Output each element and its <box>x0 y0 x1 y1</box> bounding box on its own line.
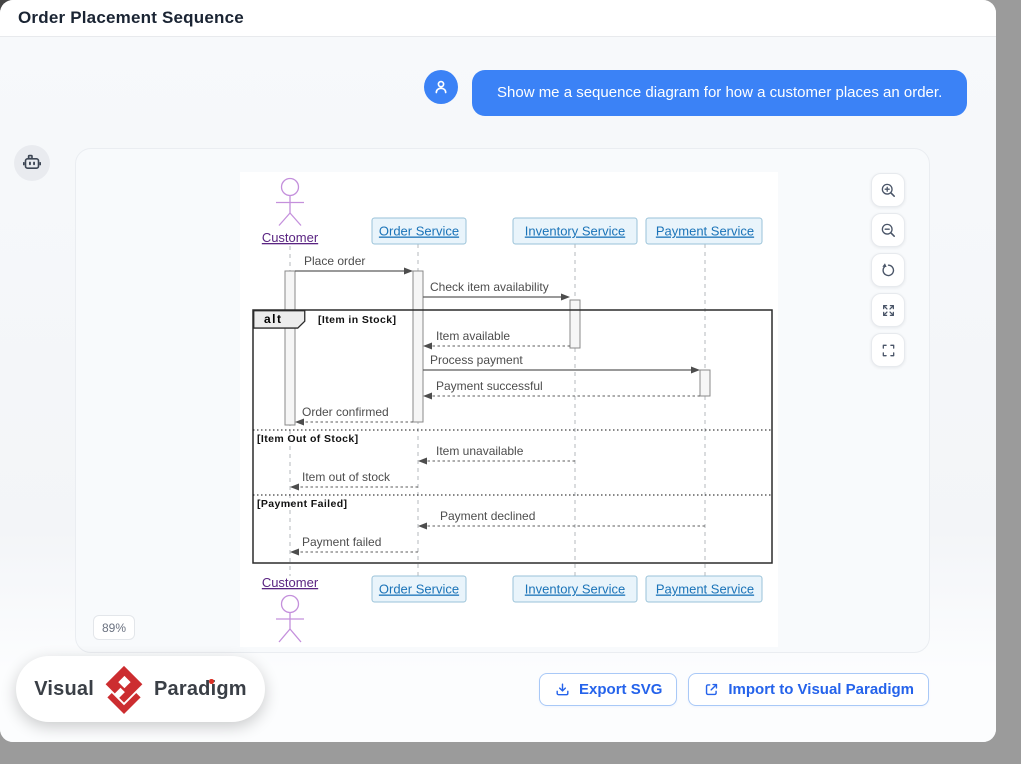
participant-label: Inventory Service <box>525 582 625 597</box>
reset-view-button[interactable] <box>871 253 905 287</box>
participant-box-payment-service-top: Payment Service <box>645 217 763 245</box>
robot-icon <box>23 154 41 169</box>
export-svg-button[interactable]: Export SVG <box>539 673 678 706</box>
user-avatar <box>424 70 458 104</box>
alt-fragment-frame <box>252 309 773 564</box>
alt-operator-label: alt <box>264 312 283 326</box>
message-label: Payment failed <box>302 535 381 549</box>
participant-box-payment-service-bottom: Payment Service <box>645 575 763 603</box>
message-label: Process payment <box>430 353 523 367</box>
sequence-diagram: Customer Order Service Inventory Service… <box>240 172 778 647</box>
reset-icon <box>881 262 894 276</box>
zoom-out-icon <box>881 223 895 237</box>
title-bar: Order Placement Sequence <box>0 0 996 37</box>
brand-word-visual: Visual <box>34 677 94 700</box>
message-label: Payment declined <box>440 509 535 523</box>
message-label: Order confirmed <box>302 405 389 419</box>
visual-paradigm-diamond-icon <box>105 665 143 714</box>
zoom-in-button[interactable] <box>871 173 905 207</box>
user-icon <box>435 80 447 94</box>
expand-icon <box>882 304 894 316</box>
participant-label: Payment Service <box>656 224 754 239</box>
download-icon <box>556 683 569 696</box>
actor-customer-top: Customer <box>262 177 319 245</box>
chat-content: Show me a sequence diagram for how a cus… <box>0 37 996 742</box>
brand-i-dot <box>209 679 214 684</box>
import-to-vp-button[interactable]: Import to Visual Paradigm <box>688 673 929 706</box>
zoom-toolbar <box>871 173 905 367</box>
activation-inventory-service <box>569 299 581 349</box>
participant-box-inventory-service-bottom: Inventory Service <box>512 575 638 603</box>
brand-logo: Visual Paradigm <box>16 656 265 722</box>
zoom-in-icon <box>881 183 895 197</box>
brand-word-paradigm: Paradigm <box>154 677 247 700</box>
guard-item-out-of-stock: [Item Out of Stock] <box>257 433 359 445</box>
guard-payment-failed: [Payment Failed] <box>257 498 347 510</box>
actor-customer-bottom: Customer <box>262 575 319 643</box>
app-window: Order Placement Sequence Show me a seque… <box>0 0 996 742</box>
fullscreen-icon <box>882 344 894 356</box>
external-link-icon <box>706 683 718 696</box>
participant-box-order-service-top: Order Service <box>371 217 467 245</box>
import-to-vp-label: Import to Visual Paradigm <box>728 681 914 698</box>
zoom-level-badge: 89% <box>93 615 135 640</box>
participant-label: Order Service <box>379 224 459 239</box>
message-label: Check item availability <box>430 280 549 294</box>
bot-avatar <box>14 145 50 181</box>
message-label: Item out of stock <box>302 470 391 484</box>
expand-button[interactable] <box>871 293 905 327</box>
diagram-card: Customer Order Service Inventory Service… <box>75 148 930 653</box>
fullscreen-button[interactable] <box>871 333 905 367</box>
activation-order-service <box>412 270 424 423</box>
actor-label: Customer <box>262 230 319 245</box>
participant-label: Inventory Service <box>525 224 625 239</box>
message-label: Item unavailable <box>436 444 524 458</box>
actor-label: Customer <box>262 575 319 590</box>
participant-box-order-service-bottom: Order Service <box>371 575 467 603</box>
guard-item-in-stock: [Item in Stock] <box>318 314 396 326</box>
alt-operator-pentagon <box>253 310 306 329</box>
zoom-out-button[interactable] <box>871 213 905 247</box>
participant-box-inventory-service-top: Inventory Service <box>512 217 638 245</box>
message-label: Place order <box>304 254 365 268</box>
participant-label: Order Service <box>379 582 459 597</box>
participant-label: Payment Service <box>656 582 754 597</box>
export-svg-label: Export SVG <box>579 681 663 698</box>
page-title: Order Placement Sequence <box>18 8 244 27</box>
message-label: Item available <box>436 329 510 343</box>
activation-customer <box>284 270 296 426</box>
activation-payment-service <box>699 369 711 397</box>
message-label: Payment successful <box>436 379 543 393</box>
user-message-bubble: Show me a sequence diagram for how a cus… <box>472 70 968 116</box>
footer-actions: Export SVG Import to Visual Paradigm <box>539 673 929 706</box>
